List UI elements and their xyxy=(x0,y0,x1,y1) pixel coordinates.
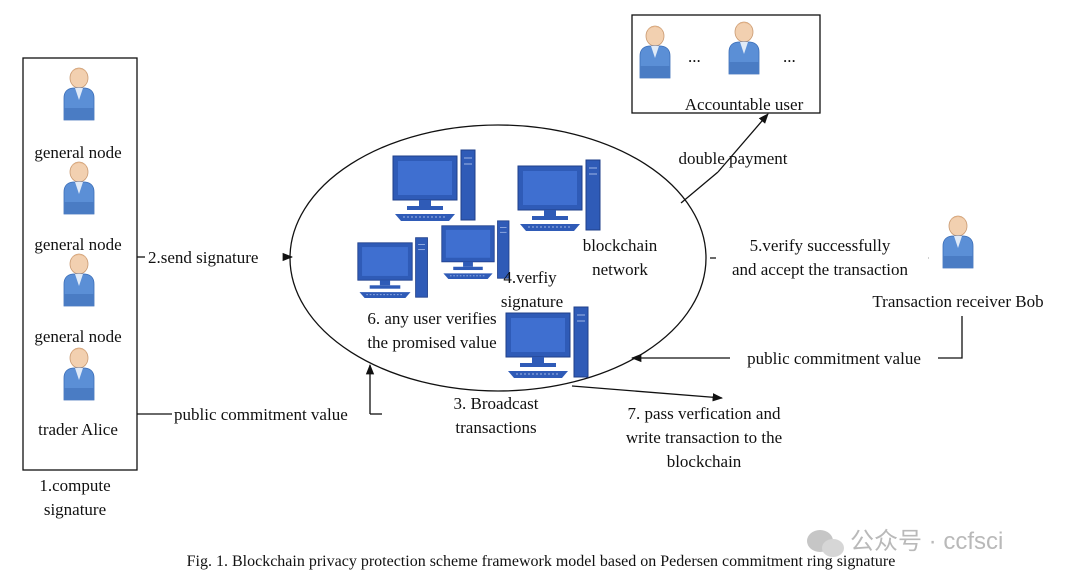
computer-icon xyxy=(441,220,510,280)
pass-verification-arrow xyxy=(571,385,724,402)
wechat-watermark: 公众号 · ccfsci xyxy=(807,528,1003,557)
send-signature-label: 2.send signature xyxy=(148,248,258,267)
pass-verification-label: write transaction to the xyxy=(626,428,782,447)
receiver-bob-person-icon xyxy=(942,215,974,269)
node-label: general node xyxy=(34,143,121,162)
any-user-verifies-label: 6. any user verifies xyxy=(367,309,496,328)
ellipsis: ... xyxy=(688,47,701,66)
computer-icon xyxy=(357,237,428,299)
trader-alice-person-icon xyxy=(63,347,95,401)
verify-accept-label-bg xyxy=(716,234,928,278)
pass-verification-label: blockchain xyxy=(667,452,742,471)
any-user-verifies-label: the promised value xyxy=(367,333,496,352)
ellipsis: ... xyxy=(783,47,796,66)
trader-alice-label: trader Alice xyxy=(38,420,118,439)
broadcast-label: 3. Broadcast xyxy=(454,394,539,413)
blockchain-network-label: network xyxy=(592,260,648,279)
verify-signature-label: signature xyxy=(501,292,563,311)
broadcast-label: transactions xyxy=(455,418,536,437)
double-payment-arrow xyxy=(717,113,769,173)
accountable-user-box xyxy=(631,14,821,114)
computer-icon xyxy=(392,149,476,222)
public-commitment-left-label: public commitment value xyxy=(174,405,348,424)
computer-icon xyxy=(505,306,589,379)
computer-icon xyxy=(517,159,601,232)
node-label: general node xyxy=(34,327,121,346)
node-label: general node xyxy=(34,235,121,254)
accountable-person-icon xyxy=(728,21,760,75)
general-node-person-icon xyxy=(63,67,95,121)
double-payment-line xyxy=(680,171,719,204)
public-commitment-right-label: public commitment value xyxy=(747,349,921,368)
double-payment-label: double payment xyxy=(678,149,787,168)
receiver-bob-label: Transaction receiver Bob xyxy=(872,292,1043,311)
public-commitment-right-line xyxy=(938,316,963,359)
left-node-panel xyxy=(22,57,138,471)
figure-caption: Fig. 1. Blockchain privacy protection sc… xyxy=(187,553,896,570)
pass-verification-label: 7. pass verfication and xyxy=(628,404,781,423)
verify-accept-label: 5.verify successfully xyxy=(750,236,891,255)
compute-signature-label: signature xyxy=(44,500,106,519)
blockchain-network-label: blockchain xyxy=(583,236,658,255)
compute-signature-label: 1.compute xyxy=(39,476,110,495)
verify-signature-label: 4.verfiy xyxy=(503,268,557,287)
watermark-text: 公众号 · ccfsci xyxy=(850,528,1003,555)
general-node-person-icon xyxy=(63,161,95,215)
verify-accept-label: and accept the transaction xyxy=(732,260,909,279)
accountable-person-icon xyxy=(639,25,671,79)
accountable-user-label: Accountable user xyxy=(685,95,804,114)
general-node-person-icon xyxy=(63,253,95,307)
